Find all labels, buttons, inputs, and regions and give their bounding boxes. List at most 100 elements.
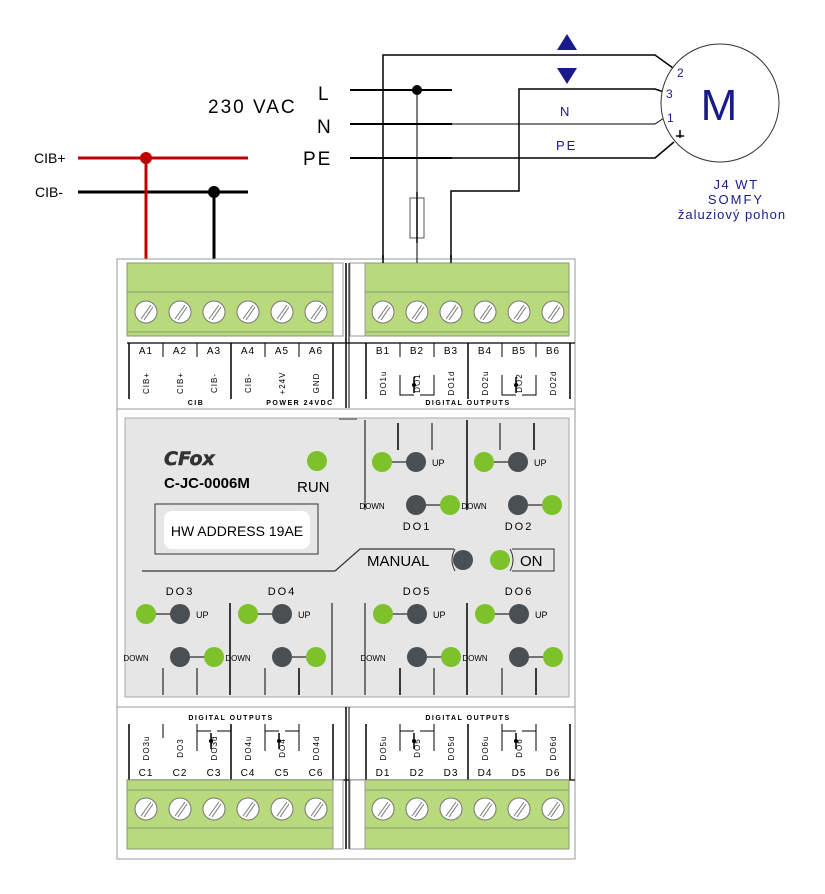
terminal-screw-C6[interactable] [304,797,328,821]
motor: M 2 3 1 J4 WT SOMFY žaluziový pohon [660,43,785,222]
terminal-screw-D4[interactable] [473,797,497,821]
signal-label-DO2: DO2 [515,373,524,392]
led-up-button[interactable] [508,452,528,472]
led-down-button[interactable] [509,647,529,667]
led-up-indicator [372,452,392,472]
motor-wire-label-n: N [560,104,569,119]
led-down-button[interactable] [508,495,528,515]
terminal-screw-C3[interactable] [202,797,226,821]
line-label-n: N [317,117,331,138]
led-down-button[interactable] [407,647,427,667]
terminal-block-top-right [349,262,570,337]
module-model: C-JC-0006M [164,475,250,492]
terminal-screw-D1[interactable] [371,797,395,821]
terminal-screw-A5[interactable] [270,300,294,324]
signal-label-DO1d: DO1d [447,371,456,396]
terminal-screw-C2[interactable] [168,797,192,821]
led-down-button[interactable] [170,647,190,667]
terminal-screw-B1[interactable] [371,300,395,324]
down-label: DOWN [123,654,149,663]
terminal-screw-D6[interactable] [541,797,565,821]
manual-switch[interactable]: MANUAL ON [142,548,555,572]
led-down-button[interactable] [272,647,292,667]
terminal-screw-C1[interactable] [134,797,158,821]
wire-motor-down [450,88,665,262]
terminal-label-C1: C1 [139,768,154,779]
led-up-button[interactable] [509,604,529,624]
group-label-power: POWER 24VDC [266,400,333,407]
down-label: DOWN [225,654,251,663]
terminal-screw-B5[interactable] [507,300,531,324]
motor-pin-1: 1 [667,111,674,125]
led-up-indicator [475,604,495,624]
up-label: UP [298,610,311,620]
wire-motor-up [382,54,674,262]
terminal-screw-D2[interactable] [405,797,429,821]
led-down-button[interactable] [406,495,426,515]
terminal-label-B2: B2 [410,346,424,357]
terminal-label-B1: B1 [376,346,390,357]
output-label: DO2 [505,521,534,533]
terminal-label-D3: D3 [444,768,459,779]
terminal-screw-B4[interactable] [473,300,497,324]
line-label-pe: PE [303,149,332,170]
up-label: UP [433,610,446,620]
cfox-logo: CFox [164,448,216,471]
terminal-screw-B2[interactable] [405,300,429,324]
terminal-screw-A6[interactable] [304,300,328,324]
led-down-indicator [542,495,562,515]
terminal-screw-A2[interactable] [168,300,192,324]
signal-label-DO5u: DO5u [379,736,388,761]
terminal-screw-A3[interactable] [202,300,226,324]
terminal-screw-C5[interactable] [270,797,294,821]
hw-address-frame [154,503,319,555]
terminal-label-A5: A5 [275,346,289,357]
led-up-button[interactable] [170,604,190,624]
terminal-screw-B3[interactable] [439,300,463,324]
terminal-label-B4: B4 [478,346,492,357]
terminal-label-A1: A1 [139,346,153,357]
terminal-screw-C4[interactable] [236,797,260,821]
led-up-indicator [474,452,494,472]
group-label-cib: CIB [188,400,205,407]
up-label: UP [196,610,209,620]
motor-circle [660,43,780,163]
signal-label-CIB+: CIB+ [142,372,151,394]
screws-bottom [134,797,565,821]
hw-address-box [164,511,310,549]
signal-label-CIB+: CIB+ [176,372,185,394]
motor-model: J4 WT [713,177,758,192]
led-up-indicator [136,604,156,624]
motor-pin-2: 2 [677,66,684,80]
motor-wire-label-pe: PE [556,138,577,153]
led-up-button[interactable] [407,604,427,624]
terminal-screw-B6[interactable] [541,300,565,324]
terminal-screw-A4[interactable] [236,300,260,324]
terminal-block-bottom-left [126,779,344,850]
signal-label-DO6d: DO6d [549,736,558,761]
led-up-button[interactable] [272,604,292,624]
signal-label-CIB-: CIB- [244,373,253,393]
signal-label-DO4d: DO4d [312,736,321,761]
terminal-screw-D3[interactable] [439,797,463,821]
signal-label-DO1u: DO1u [379,371,388,396]
terminal-screw-D5[interactable] [507,797,531,821]
led-up-button[interactable] [406,452,426,472]
signal-label-DO3u: DO3u [142,736,151,761]
terminal-label-D4: D4 [478,768,493,779]
cib-minus-label: CIB- [35,184,63,200]
terminal-screw-A1[interactable] [134,300,158,324]
voltage-label: 230 VAC [208,97,297,118]
output-label: DO1 [403,521,432,533]
terminal-label-A6: A6 [309,346,323,357]
led-down-indicator [440,495,460,515]
signal-label-DO4: DO4 [278,738,287,757]
signal-label-GND: GND [312,373,321,394]
